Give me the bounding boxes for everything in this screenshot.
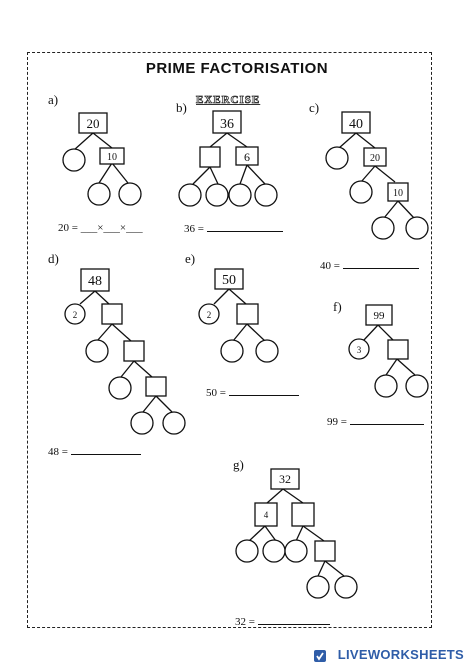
tree-a (62, 112, 142, 206)
value-c-top: 40 (349, 117, 363, 132)
value-e-top: 50 (222, 273, 236, 288)
circle-f-2[interactable] (374, 374, 398, 398)
value-b-top: 36 (220, 117, 234, 132)
box-c-low (387, 182, 409, 202)
box-f-top (365, 304, 393, 326)
circle-c-3[interactable] (371, 216, 395, 240)
value-c-low: 10 (393, 188, 403, 199)
tree-b (178, 110, 278, 207)
circle-e-3[interactable] (255, 339, 279, 363)
circle-a-1[interactable] (62, 148, 86, 172)
answer-line-b[interactable] (206, 222, 283, 232)
box-c-top (341, 111, 371, 134)
equation-f[interactable]: 99 = (327, 415, 424, 428)
value-d-first: 2 (73, 310, 78, 320)
circle-c-2[interactable] (349, 180, 373, 204)
circle-g-4[interactable] (306, 575, 330, 599)
label-a: a) (48, 92, 59, 107)
box-g-right[interactable] (291, 502, 315, 527)
equation-d[interactable]: 48 = (48, 445, 141, 458)
equation-a[interactable]: 20 = ___×___×___ (58, 222, 143, 234)
tree-f (348, 304, 429, 398)
label-g: g) (233, 457, 244, 472)
circle-d-3[interactable] (108, 376, 132, 400)
circle-d-5[interactable] (162, 411, 186, 435)
label-f: f) (333, 299, 342, 314)
circle-g-5[interactable] (334, 575, 358, 599)
circle-b-1[interactable] (178, 183, 202, 207)
circle-e-1 (198, 303, 220, 325)
circle-d-2[interactable] (85, 339, 109, 363)
liveworksheets-logo-icon (314, 650, 326, 662)
value-g-first: 4 (264, 510, 269, 520)
circle-c-1[interactable] (325, 146, 349, 170)
box-b-left[interactable] (199, 146, 221, 168)
equation-g[interactable]: 32 = (235, 615, 330, 628)
answer-line-e[interactable] (228, 386, 299, 396)
box-e-top (214, 268, 244, 290)
value-d-top: 48 (88, 274, 102, 289)
value-f-top: 99 (374, 310, 386, 322)
box-b-right (235, 146, 259, 166)
circle-a-3[interactable] (118, 182, 142, 206)
value-b-right: 6 (244, 150, 250, 164)
answer-line-f[interactable] (349, 415, 424, 425)
value-c-mid: 20 (370, 153, 380, 164)
liveworksheets-brand: LIVEWORKSHEETS (337, 647, 464, 662)
box-f-2[interactable] (387, 339, 409, 360)
equation-c[interactable]: 40 = (320, 259, 419, 272)
value-g-top: 32 (279, 472, 291, 486)
circle-f-1 (348, 338, 370, 360)
value-a-top: 20 (87, 116, 100, 131)
circle-b-3[interactable] (228, 183, 252, 207)
tree-g (235, 468, 358, 599)
worksheet-title: PRIME FACTORISATION (145, 60, 329, 77)
box-e-2[interactable] (236, 303, 259, 325)
tree-e (198, 268, 279, 363)
box-d-top (80, 268, 110, 292)
label-e: e) (185, 251, 196, 266)
equation-b[interactable]: 36 = (184, 222, 283, 235)
circle-f-3[interactable] (405, 374, 429, 398)
tree-c (325, 111, 429, 240)
value-f-first: 3 (357, 345, 362, 355)
answer-line-g[interactable] (257, 615, 330, 625)
worksheet-subtitle: EXERCISE (196, 94, 261, 107)
dashed-border (27, 52, 432, 628)
box-d-3[interactable] (123, 340, 145, 362)
box-d-4[interactable] (145, 376, 167, 397)
box-d-2[interactable] (101, 303, 123, 325)
answer-line-d[interactable] (70, 445, 141, 455)
box-b-top (212, 110, 242, 134)
box-a-top (78, 112, 108, 134)
circle-a-2[interactable] (87, 182, 111, 206)
box-g-left (254, 502, 278, 527)
circle-b-2[interactable] (205, 183, 229, 207)
circle-g-2[interactable] (262, 539, 286, 563)
circle-c-4[interactable] (405, 216, 429, 240)
circle-g-1[interactable] (235, 539, 259, 563)
circle-d-4[interactable] (130, 411, 154, 435)
value-a-mid: 10 (107, 152, 117, 163)
value-e-first: 2 (207, 310, 212, 320)
answer-line-c[interactable] (342, 259, 419, 269)
label-c: c) (309, 100, 320, 115)
circle-d-1 (64, 303, 86, 325)
circle-g-3[interactable] (284, 539, 308, 563)
label-d: d) (48, 251, 59, 266)
circle-b-4[interactable] (254, 183, 278, 207)
box-c-mid (363, 147, 387, 167)
tree-d (64, 268, 186, 435)
box-g-low[interactable] (314, 540, 336, 562)
label-b: b) (176, 100, 187, 115)
circle-e-2[interactable] (220, 339, 244, 363)
equation-e[interactable]: 50 = (206, 386, 299, 399)
box-a-mid (99, 147, 125, 165)
box-g-top (270, 468, 300, 490)
